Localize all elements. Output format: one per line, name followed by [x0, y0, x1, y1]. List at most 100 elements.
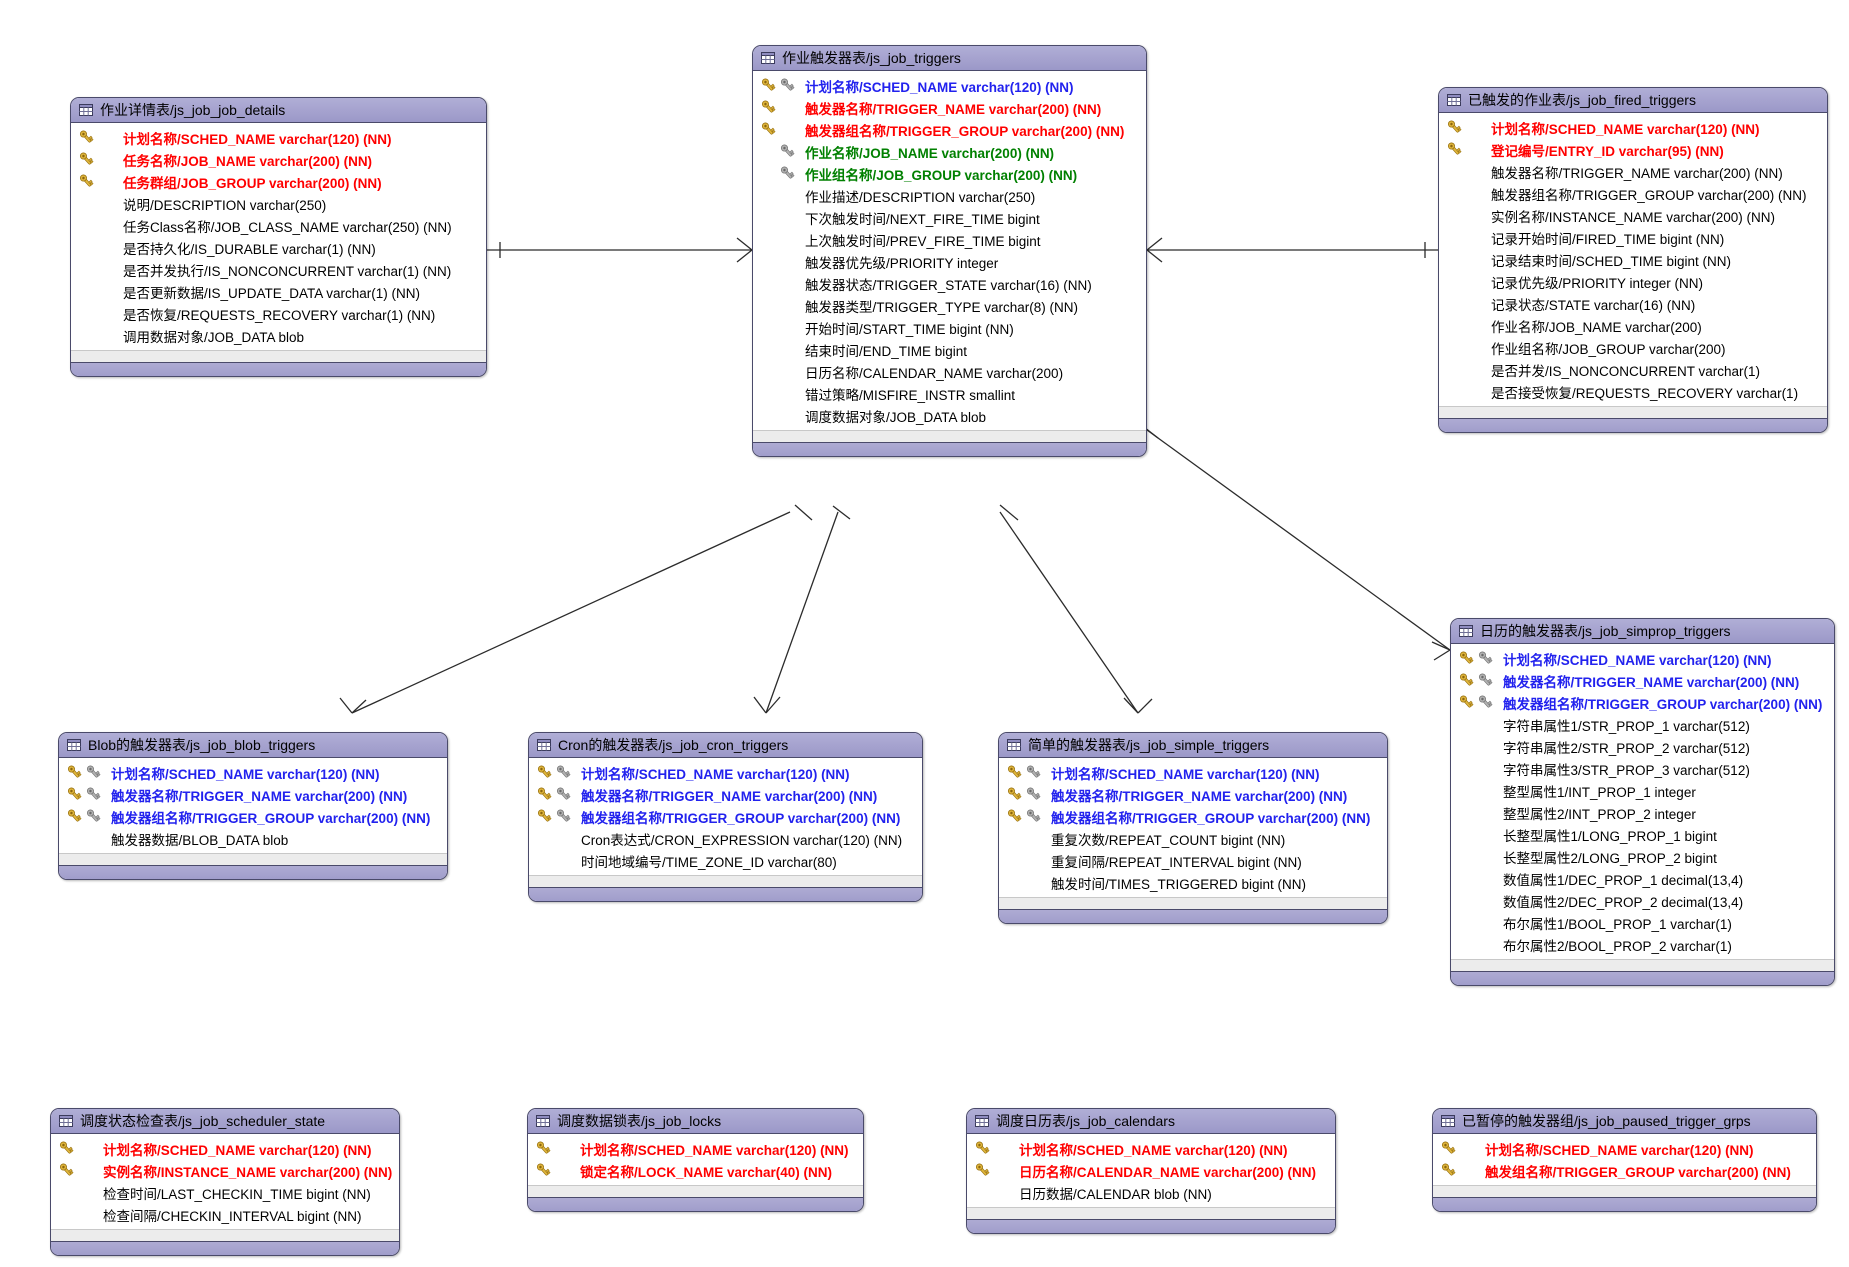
attribute-row[interactable]: 调用数据对象/JOB_DATA blob: [71, 325, 486, 347]
entity-header-js_job_fired_triggers[interactable]: 已触发的作业表/js_job_fired_triggers: [1439, 88, 1827, 113]
entity-js_job_locks[interactable]: 调度数据锁表/js_job_locks 计划名称/SCHED_NAME varch…: [527, 1108, 864, 1212]
attribute-row[interactable]: 长整型属性2/LONG_PROP_2 bigint: [1451, 846, 1834, 868]
attribute-row[interactable]: 计划名称/SCHED_NAME varchar(120) (NN): [967, 1138, 1335, 1160]
attribute-row[interactable]: 计划名称/SCHED_NAME varchar(120) (NN): [529, 762, 922, 784]
attribute-row[interactable]: 实例名称/INSTANCE_NAME varchar(200) (NN): [51, 1160, 399, 1182]
attribute-row[interactable]: 整型属性1/INT_PROP_1 integer: [1451, 780, 1834, 802]
attribute-row[interactable]: 触发器名称/TRIGGER_NAME varchar(200) (NN): [1451, 670, 1834, 692]
attribute-row[interactable]: 触发器组名称/TRIGGER_GROUP varchar(200) (NN): [59, 806, 447, 828]
attribute-row[interactable]: 重复间隔/REPEAT_INTERVAL bigint (NN): [999, 850, 1387, 872]
attribute-row[interactable]: 触发器状态/TRIGGER_STATE varchar(16) (NN): [753, 273, 1146, 295]
attribute-row[interactable]: 触发器类型/TRIGGER_TYPE varchar(8) (NN): [753, 295, 1146, 317]
attribute-row[interactable]: 作业组名称/JOB_GROUP varchar(200) (NN): [753, 163, 1146, 185]
attribute-row[interactable]: 日历数据/CALENDAR blob (NN): [967, 1182, 1335, 1204]
attribute-row[interactable]: 错过策略/MISFIRE_INSTR smallint: [753, 383, 1146, 405]
attribute-row[interactable]: 开始时间/START_TIME bigint (NN): [753, 317, 1146, 339]
entity-header-js_job_triggers[interactable]: 作业触发器表/js_job_triggers: [753, 46, 1146, 71]
entity-js_job_paused_trigger_grps[interactable]: 已暂停的触发器组/js_job_paused_trigger_grps 计划名称/…: [1432, 1108, 1817, 1212]
entity-js_job_triggers[interactable]: 作业触发器表/js_job_triggers 计划名称/SCHED_NAME va…: [752, 45, 1147, 457]
entity-js_job_fired_triggers[interactable]: 已触发的作业表/js_job_fired_triggers 计划名称/SCHED_…: [1438, 87, 1828, 433]
attribute-row[interactable]: 记录开始时间/FIRED_TIME bigint (NN): [1439, 227, 1827, 249]
attribute-row[interactable]: 是否并发/IS_NONCONCURRENT varchar(1): [1439, 359, 1827, 381]
entity-header-js_job_cron_triggers[interactable]: Cron的触发器表/js_job_cron_triggers: [529, 733, 922, 758]
attribute-row[interactable]: Cron表达式/CRON_EXPRESSION varchar(120) (NN…: [529, 828, 922, 850]
attribute-row[interactable]: 时间地域编号/TIME_ZONE_ID varchar(80): [529, 850, 922, 872]
attribute-row[interactable]: 计划名称/SCHED_NAME varchar(120) (NN): [528, 1138, 863, 1160]
attribute-row[interactable]: 触发器组名称/TRIGGER_GROUP varchar(200) (NN): [753, 119, 1146, 141]
attribute-row[interactable]: 实例名称/INSTANCE_NAME varchar(200) (NN): [1439, 205, 1827, 227]
attribute-row[interactable]: 字符串属性2/STR_PROP_2 varchar(512): [1451, 736, 1834, 758]
attribute-row[interactable]: 触发器名称/TRIGGER_NAME varchar(200) (NN): [999, 784, 1387, 806]
attribute-row[interactable]: 计划名称/SCHED_NAME varchar(120) (NN): [51, 1138, 399, 1160]
entity-header-js_job_blob_triggers[interactable]: Blob的触发器表/js_job_blob_triggers: [59, 733, 447, 758]
attribute-row[interactable]: 结束时间/END_TIME bigint: [753, 339, 1146, 361]
attribute-row[interactable]: 计划名称/SCHED_NAME varchar(120) (NN): [59, 762, 447, 784]
attribute-row[interactable]: 记录结束时间/SCHED_TIME bigint (NN): [1439, 249, 1827, 271]
attribute-row[interactable]: 是否并发执行/IS_NONCONCURRENT varchar(1) (NN): [71, 259, 486, 281]
attribute-row[interactable]: 是否接受恢复/REQUESTS_RECOVERY varchar(1): [1439, 381, 1827, 403]
entity-header-js_job_locks[interactable]: 调度数据锁表/js_job_locks: [528, 1109, 863, 1134]
attribute-row[interactable]: 触发器组名称/TRIGGER_GROUP varchar(200) (NN): [529, 806, 922, 828]
attribute-row[interactable]: 触发组名称/TRIGGER_GROUP varchar(200) (NN): [1433, 1160, 1816, 1182]
attribute-row[interactable]: 任务名称/JOB_NAME varchar(200) (NN): [71, 149, 486, 171]
attribute-row[interactable]: 下次触发时间/NEXT_FIRE_TIME bigint: [753, 207, 1146, 229]
attribute-row[interactable]: 上次触发时间/PREV_FIRE_TIME bigint: [753, 229, 1146, 251]
attribute-row[interactable]: 计划名称/SCHED_NAME varchar(120) (NN): [753, 75, 1146, 97]
attribute-row[interactable]: 任务Class名称/JOB_CLASS_NAME varchar(250) (N…: [71, 215, 486, 237]
entity-header-js_job_job_details[interactable]: 作业详情表/js_job_job_details: [71, 98, 486, 123]
attribute-row[interactable]: 计划名称/SCHED_NAME varchar(120) (NN): [1451, 648, 1834, 670]
attribute-row[interactable]: 数值属性1/DEC_PROP_1 decimal(13,4): [1451, 868, 1834, 890]
attribute-row[interactable]: 检查时间/LAST_CHECKIN_TIME bigint (NN): [51, 1182, 399, 1204]
attribute-row[interactable]: 锁定名称/LOCK_NAME varchar(40) (NN): [528, 1160, 863, 1182]
attribute-row[interactable]: 触发时间/TIMES_TRIGGERED bigint (NN): [999, 872, 1387, 894]
attribute-row[interactable]: 日历名称/CALENDAR_NAME varchar(200): [753, 361, 1146, 383]
attribute-row[interactable]: 字符串属性3/STR_PROP_3 varchar(512): [1451, 758, 1834, 780]
entity-header-js_job_simprop_triggers[interactable]: 日历的触发器表/js_job_simprop_triggers: [1451, 619, 1834, 644]
entity-js_job_simple_triggers[interactable]: 简单的触发器表/js_job_simple_triggers 计划名称/SCHED…: [998, 732, 1388, 924]
attribute-row[interactable]: 作业名称/JOB_NAME varchar(200): [1439, 315, 1827, 337]
attribute-row[interactable]: 重复次数/REPEAT_COUNT bigint (NN): [999, 828, 1387, 850]
attribute-row[interactable]: 字符串属性1/STR_PROP_1 varchar(512): [1451, 714, 1834, 736]
entity-js_job_blob_triggers[interactable]: Blob的触发器表/js_job_blob_triggers 计划名称/SCHED…: [58, 732, 448, 880]
attribute-row[interactable]: 检查间隔/CHECKIN_INTERVAL bigint (NN): [51, 1204, 399, 1226]
entity-header-js_job_paused_trigger_grps[interactable]: 已暂停的触发器组/js_job_paused_trigger_grps: [1433, 1109, 1816, 1134]
attribute-row[interactable]: 触发器组名称/TRIGGER_GROUP varchar(200) (NN): [1451, 692, 1834, 714]
entity-js_job_scheduler_state[interactable]: 调度状态检查表/js_job_scheduler_state 计划名称/SCHED…: [50, 1108, 400, 1256]
attribute-row[interactable]: 是否更新数据/IS_UPDATE_DATA varchar(1) (NN): [71, 281, 486, 303]
entity-header-js_job_simple_triggers[interactable]: 简单的触发器表/js_job_simple_triggers: [999, 733, 1387, 758]
attribute-row[interactable]: 作业描述/DESCRIPTION varchar(250): [753, 185, 1146, 207]
attribute-row[interactable]: 触发器优先级/PRIORITY integer: [753, 251, 1146, 273]
attribute-row[interactable]: 作业组名称/JOB_GROUP varchar(200): [1439, 337, 1827, 359]
entity-js_job_job_details[interactable]: 作业详情表/js_job_job_details 计划名称/SCHED_NAME …: [70, 97, 487, 377]
attribute-row[interactable]: 触发器名称/TRIGGER_NAME varchar(200) (NN): [59, 784, 447, 806]
attribute-row[interactable]: 触发器组名称/TRIGGER_GROUP varchar(200) (NN): [1439, 183, 1827, 205]
entity-header-js_job_calendars[interactable]: 调度日历表/js_job_calendars: [967, 1109, 1335, 1134]
entity-js_job_cron_triggers[interactable]: Cron的触发器表/js_job_cron_triggers 计划名称/SCHED…: [528, 732, 923, 902]
entity-js_job_simprop_triggers[interactable]: 日历的触发器表/js_job_simprop_triggers 计划名称/SCHE…: [1450, 618, 1835, 986]
attribute-row[interactable]: 记录优先级/PRIORITY integer (NN): [1439, 271, 1827, 293]
attribute-row[interactable]: 触发器名称/TRIGGER_NAME varchar(200) (NN): [753, 97, 1146, 119]
attribute-row[interactable]: 计划名称/SCHED_NAME varchar(120) (NN): [1433, 1138, 1816, 1160]
entity-header-js_job_scheduler_state[interactable]: 调度状态检查表/js_job_scheduler_state: [51, 1109, 399, 1134]
attribute-row[interactable]: 触发器名称/TRIGGER_NAME varchar(200) (NN): [1439, 161, 1827, 183]
attribute-row[interactable]: 是否恢复/REQUESTS_RECOVERY varchar(1) (NN): [71, 303, 486, 325]
attribute-row[interactable]: 布尔属性1/BOOL_PROP_1 varchar(1): [1451, 912, 1834, 934]
attribute-row[interactable]: 触发器组名称/TRIGGER_GROUP varchar(200) (NN): [999, 806, 1387, 828]
attribute-row[interactable]: 数值属性2/DEC_PROP_2 decimal(13,4): [1451, 890, 1834, 912]
attribute-row[interactable]: 任务群组/JOB_GROUP varchar(200) (NN): [71, 171, 486, 193]
attribute-row[interactable]: 触发器名称/TRIGGER_NAME varchar(200) (NN): [529, 784, 922, 806]
entity-js_job_calendars[interactable]: 调度日历表/js_job_calendars 计划名称/SCHED_NAME va…: [966, 1108, 1336, 1234]
attribute-row[interactable]: 布尔属性2/BOOL_PROP_2 varchar(1): [1451, 934, 1834, 956]
attribute-row[interactable]: 整型属性2/INT_PROP_2 integer: [1451, 802, 1834, 824]
attribute-row[interactable]: 长整型属性1/LONG_PROP_1 bigint: [1451, 824, 1834, 846]
attribute-row[interactable]: 计划名称/SCHED_NAME varchar(120) (NN): [999, 762, 1387, 784]
attribute-row[interactable]: 说明/DESCRIPTION varchar(250): [71, 193, 486, 215]
attribute-row[interactable]: 调度数据对象/JOB_DATA blob: [753, 405, 1146, 427]
attribute-row[interactable]: 日历名称/CALENDAR_NAME varchar(200) (NN): [967, 1160, 1335, 1182]
attribute-row[interactable]: 是否持久化/IS_DURABLE varchar(1) (NN): [71, 237, 486, 259]
attribute-row[interactable]: 作业名称/JOB_NAME varchar(200) (NN): [753, 141, 1146, 163]
attribute-row[interactable]: 记录状态/STATE varchar(16) (NN): [1439, 293, 1827, 315]
attribute-row[interactable]: 登记编号/ENTRY_ID varchar(95) (NN): [1439, 139, 1827, 161]
attribute-row[interactable]: 计划名称/SCHED_NAME varchar(120) (NN): [1439, 117, 1827, 139]
attribute-row[interactable]: 计划名称/SCHED_NAME varchar(120) (NN): [71, 127, 486, 149]
